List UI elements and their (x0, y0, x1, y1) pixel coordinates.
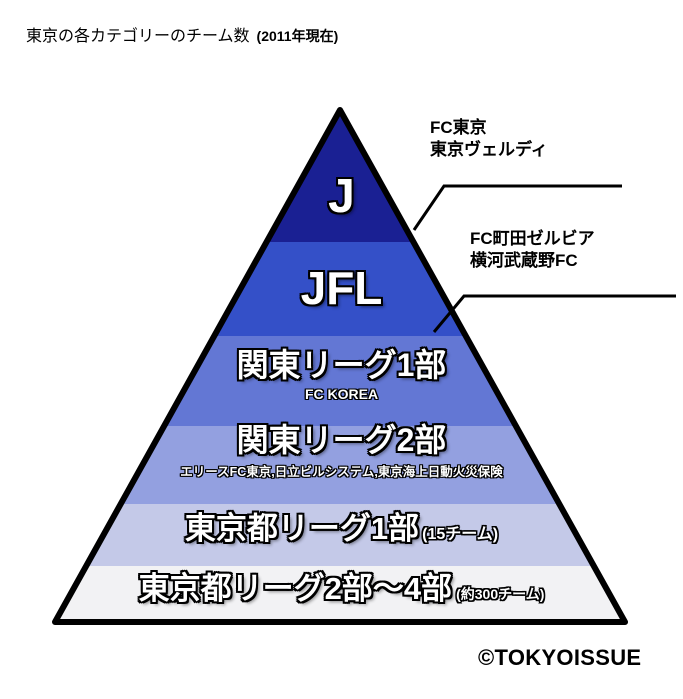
page-title: 東京の各カテゴリーのチーム数 (2011年現在) (26, 22, 338, 46)
tier-teams-kanto-1: FC KOREA (304, 385, 379, 402)
callout-j-team-1: FC東京 (430, 118, 487, 137)
tier-label-kanto-1: 関東リーグ1部 (236, 347, 447, 383)
tier-label-jfl: JFL (300, 262, 383, 314)
callout-jfl-teams: FC町田ゼルビア 横河武蔵野FC (470, 228, 595, 272)
tier-label-group-tokyo-1: 東京都リーグ1部(15チーム) (0, 511, 683, 546)
pyramid-band-tokyo-2-4[interactable] (0, 566, 683, 626)
page-title-main: 東京の各カテゴリーのチーム数 (26, 28, 250, 45)
tier-label-tokyo-1: 東京都リーグ1部 (184, 511, 420, 546)
tier-label-j: J (328, 170, 355, 223)
tier-label-tokyo-2-4: 東京都リーグ2部〜4部 (138, 571, 453, 606)
tier-label-kanto-2: 関東リーグ2部 (236, 422, 447, 458)
tier-teams-kanto-2: エリースFC東京,日立ビルシステム,東京海上日動火災保険 (180, 464, 503, 479)
tier-label-group-kanto-1: 関東リーグ1部 FC KOREA (0, 347, 683, 402)
tier-label-group-tokyo-2-4: 東京都リーグ2部〜4部(約300チーム) (0, 571, 683, 606)
tier-label-group-jfl: JFL (0, 262, 683, 314)
tier-label-group-j: J (0, 170, 683, 223)
callout-j-team-2: 東京ヴェルディ (430, 140, 548, 160)
callout-j-teams: FC東京 東京ヴェルディ (430, 117, 548, 161)
copyright-credit: ©TOKYOISSUE (478, 645, 642, 670)
pyramid-band-tokyo-1[interactable] (0, 504, 683, 566)
pyramid-outline (52, 107, 628, 625)
callout-jfl-team-1: FC町田ゼルビア (470, 229, 595, 248)
tier-count-tokyo-1: (15チーム) (422, 526, 499, 543)
tier-label-group-kanto-2: 関東リーグ2部 エリースFC東京,日立ビルシステム,東京海上日動火災保険 (0, 422, 683, 480)
tier-count-tokyo-2-4: (約300チーム) (456, 586, 545, 602)
page-title-subtitle: (2011年現在) (256, 28, 339, 44)
callout-leader-line-2 (432, 294, 676, 333)
callout-leader-line-1 (412, 184, 622, 231)
callout-jfl-team-2: 横河武蔵野FC (470, 251, 578, 271)
